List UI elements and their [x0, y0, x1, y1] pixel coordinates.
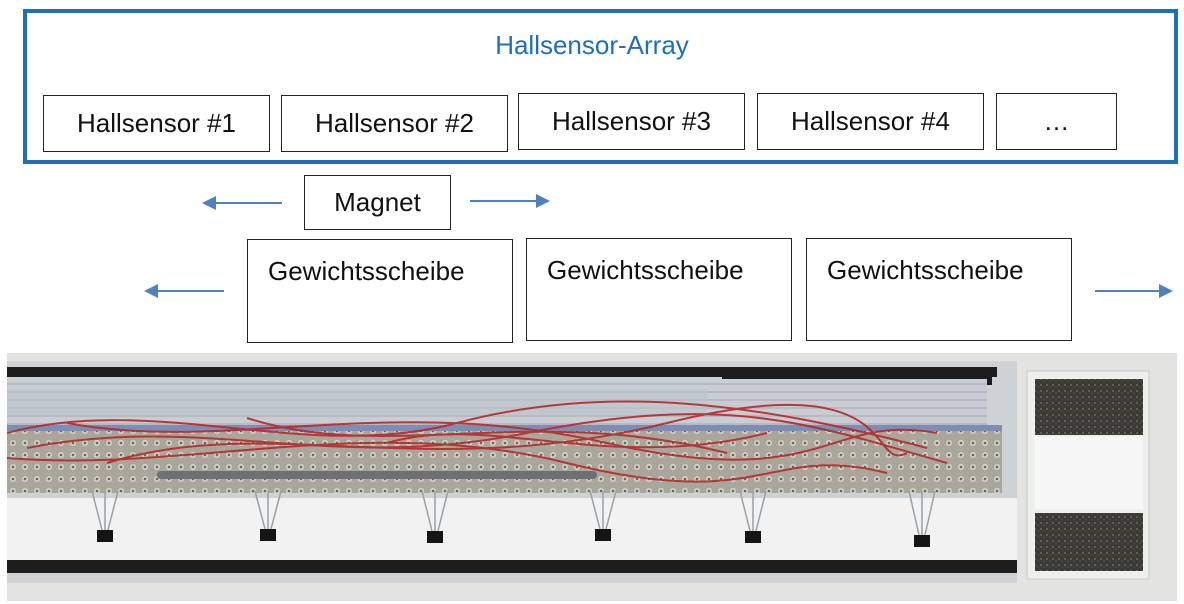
hallsensor-1-box: Hallsensor #1 [43, 95, 270, 152]
hallsensor-4-box: Hallsensor #4 [757, 93, 984, 150]
disc-arrow-left-icon [144, 284, 224, 298]
weight-disc-3-box: Gewichtsscheibe [806, 238, 1072, 341]
sensor-board-illustration [7, 353, 1177, 601]
hallsensor-more-box: … [996, 93, 1117, 150]
weight-disc-2-box: Gewichtsscheibe [526, 238, 792, 341]
hall-sensor-chip-icon [97, 529, 930, 547]
array-title: Hallsensor-Array [495, 30, 689, 60]
hallsensor-array-frame [23, 9, 1178, 164]
disc-arrow-right-icon [1095, 284, 1173, 298]
hallsensor-3-box: Hallsensor #3 [518, 93, 745, 150]
magnet-arrow-right-icon [470, 194, 550, 208]
magnet-box: Magnet [304, 175, 451, 230]
magnet-arrow-left-icon [202, 196, 282, 210]
motion-arrows [144, 194, 1173, 298]
weight-disc-1-box: Gewichtsscheibe [247, 239, 513, 343]
sensor-board-photo [7, 353, 1177, 601]
hallsensor-2-box: Hallsensor #2 [281, 95, 508, 152]
